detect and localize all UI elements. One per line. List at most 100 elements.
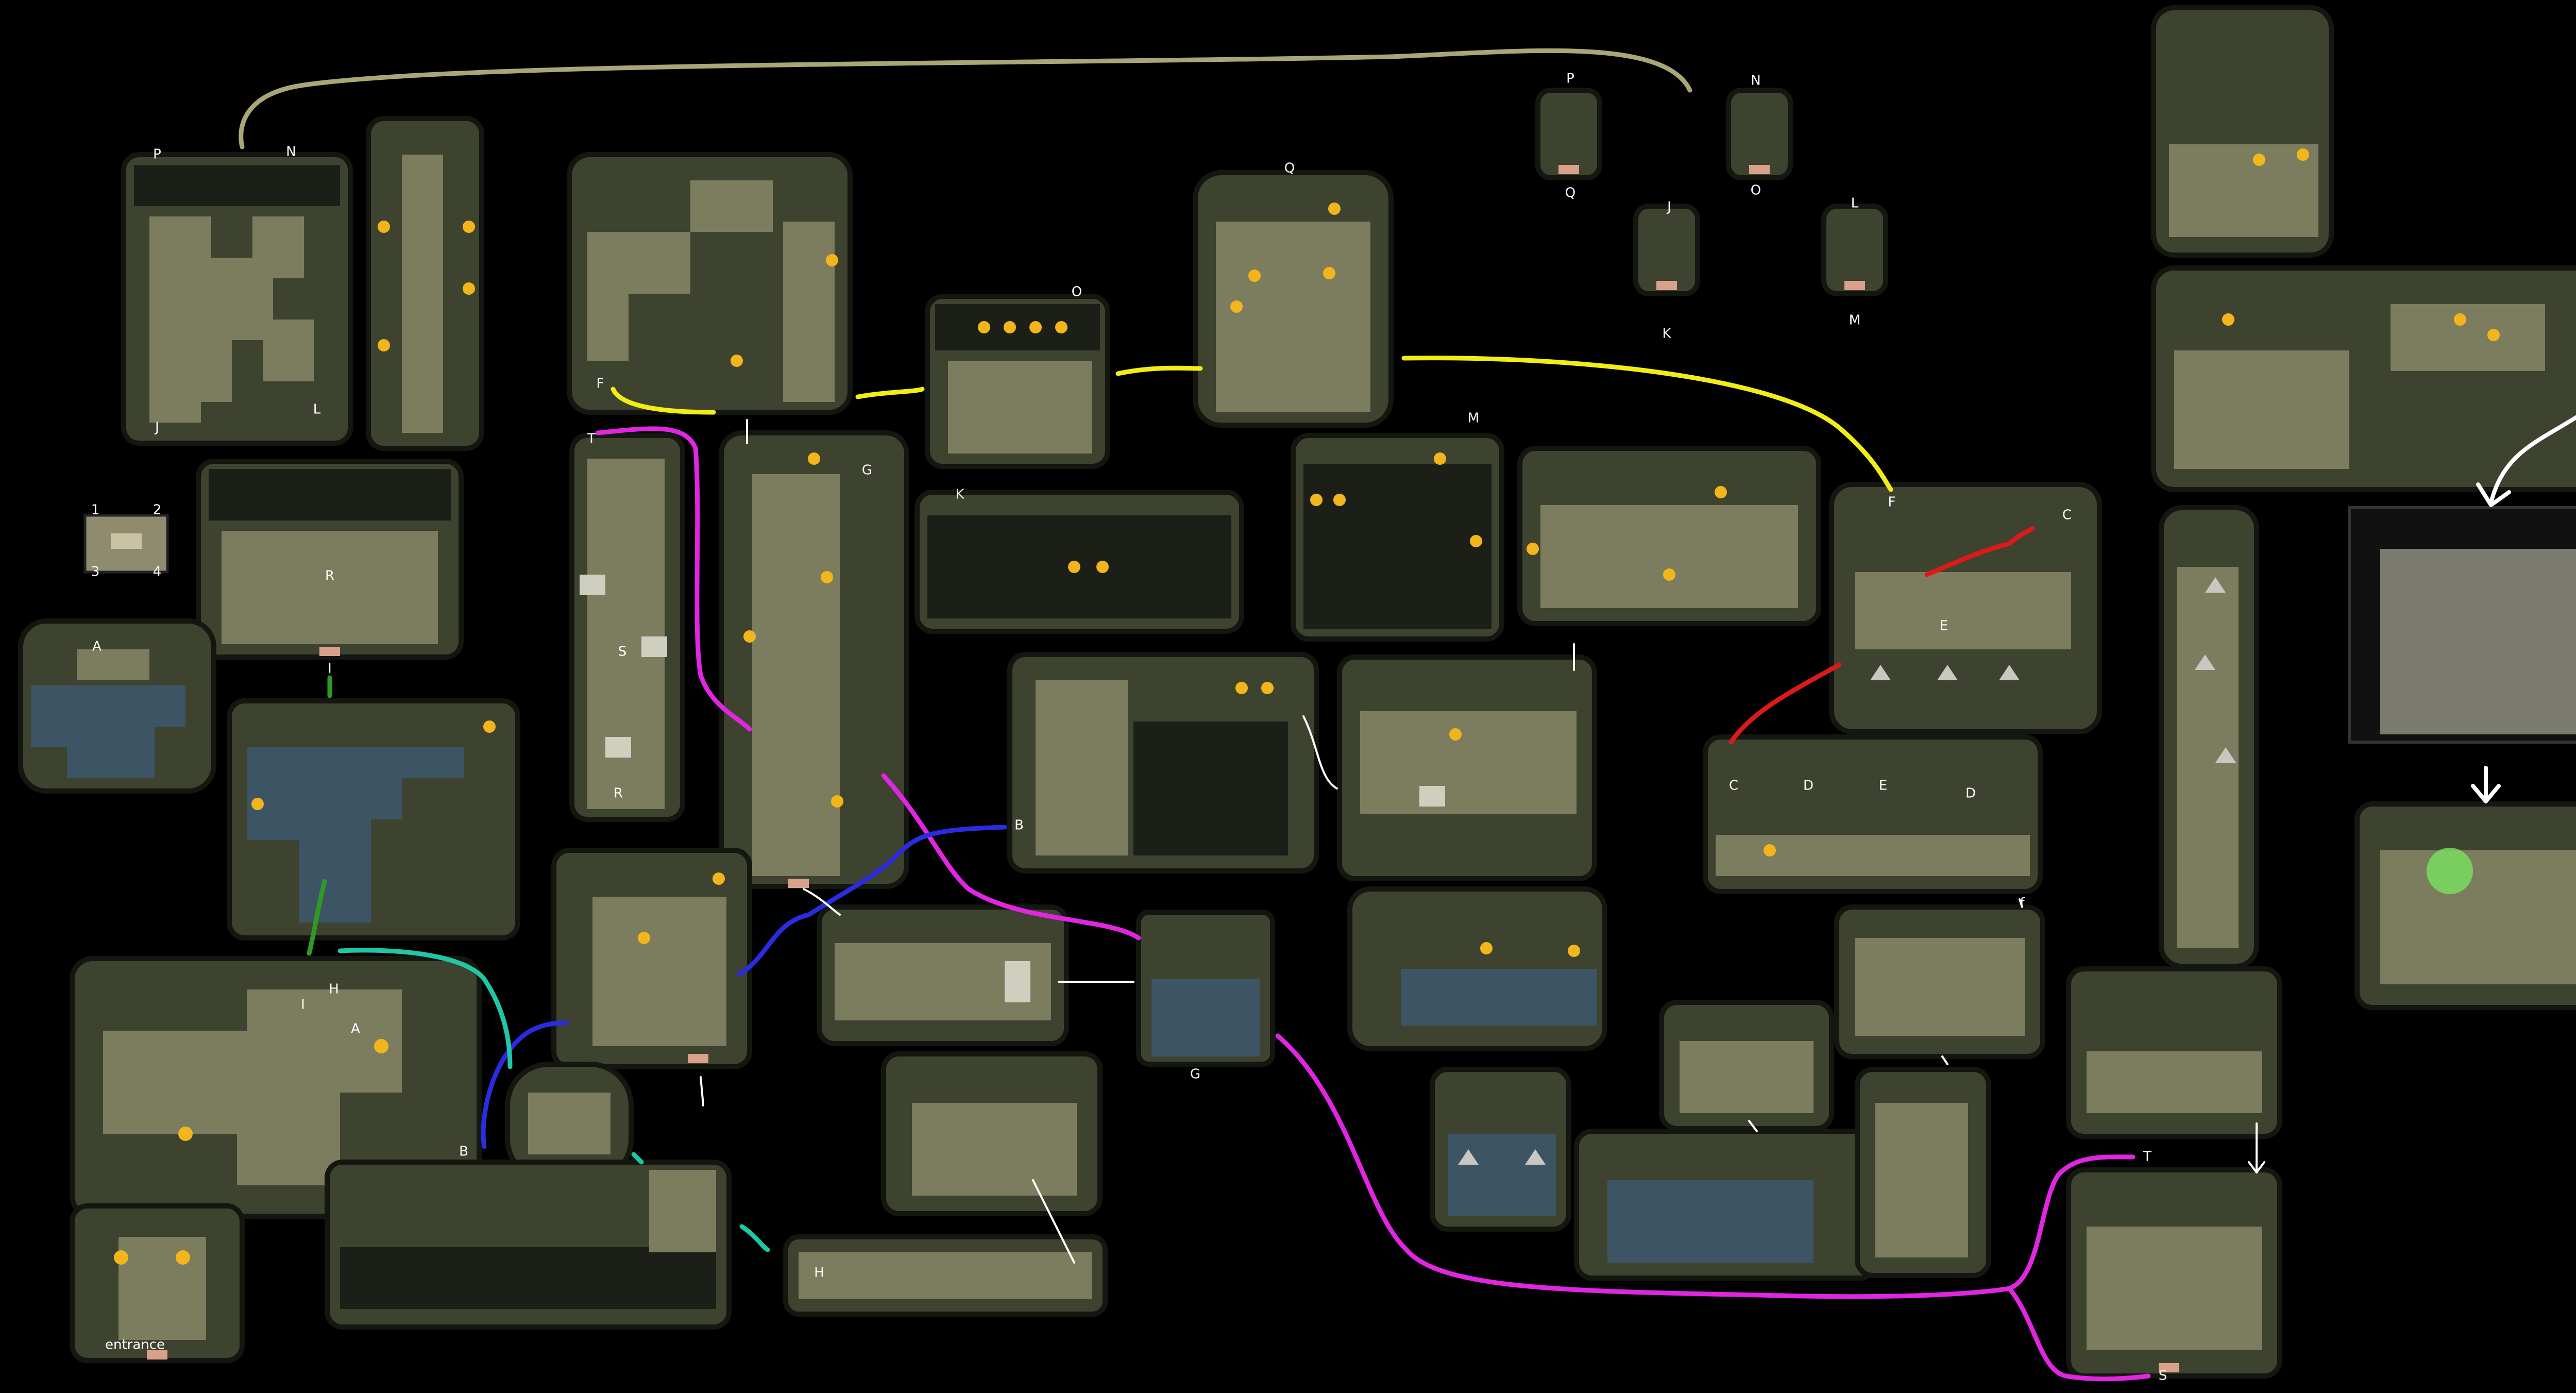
room-cde-hall bbox=[1703, 734, 2043, 894]
label-i-2: I bbox=[301, 997, 305, 1013]
label-m-2: M bbox=[1849, 313, 1860, 328]
room-g-water bbox=[1136, 910, 1275, 1067]
label-s: S bbox=[618, 644, 627, 660]
room-lower-right bbox=[1855, 1067, 1991, 1278]
rooms bbox=[18, 5, 2576, 1379]
red-connector-e bbox=[1728, 662, 1842, 745]
label-e-2: E bbox=[1879, 778, 1887, 794]
room-spike-pool bbox=[1430, 1067, 1571, 1232]
room-stairs-hub bbox=[551, 848, 752, 1069]
room-q-arena bbox=[1193, 170, 1394, 428]
label-d: D bbox=[1803, 778, 1814, 794]
label-a: A bbox=[92, 639, 101, 654]
label-q: Q bbox=[1284, 161, 1295, 176]
label-4: 4 bbox=[153, 564, 162, 580]
room-water-channel bbox=[227, 698, 520, 941]
room-r bbox=[196, 459, 464, 660]
label-k: K bbox=[955, 487, 964, 502]
magenta-connector-s-branch bbox=[2007, 1286, 2151, 1382]
label-b: B bbox=[1014, 818, 1024, 833]
label-f: F bbox=[597, 376, 604, 392]
label-c: C bbox=[2062, 508, 2072, 523]
label-l-2: L bbox=[1851, 196, 1859, 211]
room-k-hall bbox=[914, 490, 1244, 634]
room-shrine bbox=[1659, 1000, 1834, 1131]
room-east-wide bbox=[2151, 265, 2576, 492]
room-northeast bbox=[2151, 5, 2334, 258]
magenta-connector-ts bbox=[595, 426, 752, 732]
label-2: 2 bbox=[153, 502, 162, 518]
label-e: E bbox=[1940, 618, 1948, 634]
room-f-loop bbox=[567, 152, 853, 415]
map-labels: P N J L 1 2 3 4 R I A F T S R G B O Q K … bbox=[91, 71, 2167, 1384]
room-big-pit bbox=[1007, 652, 1319, 874]
room-water-grove bbox=[1347, 886, 1607, 1051]
room-switch-1234 bbox=[83, 514, 169, 574]
connectors bbox=[239, 48, 2576, 1382]
label-o-2: O bbox=[1751, 183, 1761, 198]
yellow-connector-ef bbox=[1401, 356, 1893, 492]
label-p: P bbox=[153, 147, 161, 162]
blue-connector-entrance bbox=[481, 1020, 569, 1149]
label-s-2: S bbox=[2159, 1368, 2167, 1384]
room-torch-corridor bbox=[366, 116, 484, 451]
room-boss-platform bbox=[2348, 506, 2576, 744]
label-f-3: f bbox=[2020, 896, 2025, 911]
room-east-connect bbox=[1829, 482, 2102, 734]
teal-connector-h bbox=[739, 1224, 770, 1252]
teal-connector-a bbox=[337, 948, 513, 1069]
label-r: R bbox=[325, 568, 334, 584]
label-o: O bbox=[1072, 284, 1082, 300]
room-o-chapel bbox=[925, 294, 1110, 469]
magenta-connector-g bbox=[881, 773, 1141, 941]
label-j: J bbox=[154, 420, 159, 435]
room-lake-spikes bbox=[1574, 1129, 1878, 1281]
label-i: I bbox=[328, 661, 332, 677]
label-l: L bbox=[313, 402, 321, 417]
room-s-chamber bbox=[2066, 1167, 2282, 1379]
room-lower-mid bbox=[1337, 654, 1597, 881]
label-f-2: F bbox=[1888, 495, 1896, 510]
room-m-hall bbox=[1291, 433, 1504, 642]
room-g-column bbox=[719, 430, 909, 889]
entrance-label: entrance bbox=[105, 1337, 165, 1353]
red-connector-c bbox=[1924, 526, 2035, 577]
room-pqnjlm-nodes bbox=[1535, 88, 1888, 296]
room-lower-corridor bbox=[325, 1160, 732, 1330]
yellow-connector-o bbox=[855, 387, 925, 399]
magenta-connector-s bbox=[1275, 1033, 2136, 1299]
label-t-2: T bbox=[2143, 1149, 2151, 1165]
khaki-connector bbox=[239, 48, 1692, 149]
label-n-2: N bbox=[1751, 73, 1760, 89]
label-3: 3 bbox=[91, 564, 100, 580]
label-j-2: J bbox=[1666, 199, 1671, 215]
label-t: T bbox=[587, 431, 596, 447]
room-t-exit bbox=[2066, 966, 2282, 1139]
label-c-2: C bbox=[1729, 778, 1738, 794]
label-m: M bbox=[1468, 411, 1479, 426]
green-connector-lake bbox=[307, 879, 327, 956]
label-b-2: B bbox=[459, 1144, 468, 1160]
label-k-2: K bbox=[1662, 326, 1671, 342]
room-t-s-shaft bbox=[569, 433, 685, 822]
label-h: H bbox=[329, 982, 339, 997]
room-final-chamber bbox=[2354, 801, 2576, 1010]
room-bridge bbox=[817, 904, 1069, 1046]
teal-connector-small bbox=[631, 1152, 644, 1165]
room-pn-maze bbox=[121, 152, 353, 446]
yellow-connector-q bbox=[1115, 365, 1203, 376]
white-arrows bbox=[2471, 415, 2576, 803]
room-table-hall bbox=[881, 1051, 1103, 1216]
label-d-2: D bbox=[1965, 786, 1976, 801]
label-h-2: H bbox=[814, 1265, 824, 1281]
label-g: G bbox=[862, 463, 872, 478]
room-f-grove bbox=[1834, 904, 2045, 1059]
label-q-2: Q bbox=[1565, 186, 1575, 201]
room-a-lake bbox=[18, 618, 216, 794]
label-p-2: P bbox=[1566, 71, 1574, 87]
blue-connector-b bbox=[737, 825, 1007, 977]
room-spike-hall bbox=[1517, 446, 1821, 626]
label-g-2: G bbox=[1190, 1067, 1200, 1082]
label-1: 1 bbox=[91, 502, 100, 518]
